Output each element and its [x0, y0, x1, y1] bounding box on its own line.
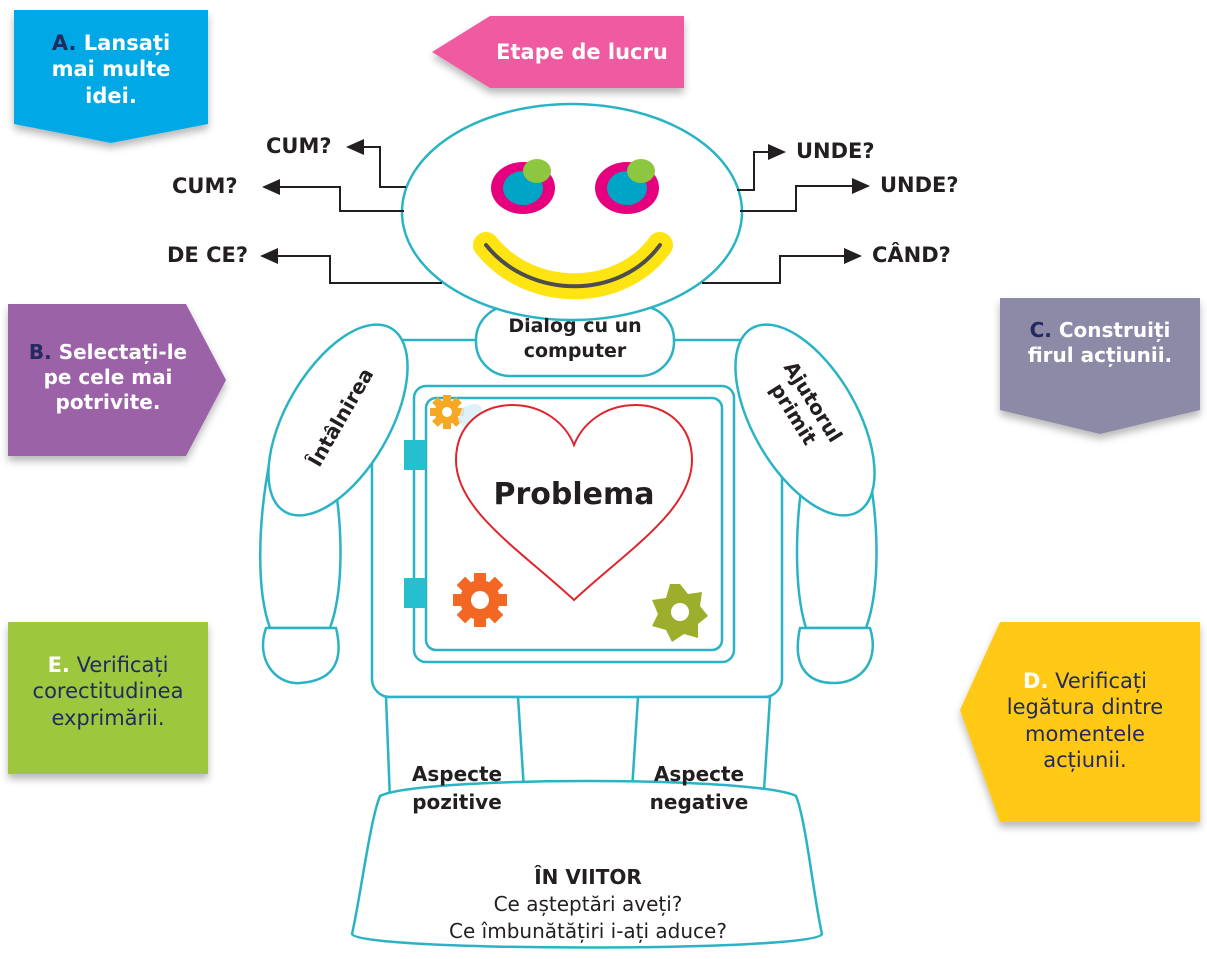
header-tag — [432, 16, 684, 88]
neck-label: Dialog cu un computer — [476, 314, 674, 363]
screen-hinge-top — [404, 440, 426, 470]
problem-label: Problema — [493, 477, 655, 512]
step-d-text-1: Verificați — [1055, 669, 1147, 693]
arrow-cand — [702, 248, 862, 284]
step-a-text-1: Lansați — [83, 31, 171, 55]
gear-small-icon — [430, 395, 464, 429]
step-b-label: B. Selectați-le pe cele mai potrivite. — [8, 340, 208, 415]
left-hand — [261, 626, 340, 685]
question-cand: CÂND? — [872, 243, 951, 267]
step-e-tag — [8, 622, 208, 774]
gear-orange-icon — [453, 573, 507, 627]
step-e-label: E. Verificați corectitudinea exprimării. — [8, 652, 208, 731]
arrow-cum-2 — [262, 179, 404, 212]
step-d-text-4: acțiunii. — [1043, 747, 1127, 772]
step-d-text-2: legătura dintre — [1006, 695, 1164, 720]
heart-icon — [454, 403, 694, 602]
step-b-tag — [8, 304, 226, 456]
step-a-tag — [14, 10, 208, 143]
neck-line-2: computer — [523, 339, 627, 362]
arrow-unde-2 — [740, 178, 870, 212]
question-de-ce: DE CE? — [167, 243, 249, 267]
step-e-letter: E. — [47, 653, 70, 677]
right-leg-label: Aspecte negative — [634, 760, 764, 816]
question-unde-1: UNDE? — [796, 139, 875, 163]
step-c-letter: C. — [1029, 318, 1052, 342]
step-e-text-1: Verificați — [76, 653, 169, 677]
step-b-text-3: potrivite. — [55, 390, 161, 414]
step-d-tag — [960, 622, 1200, 822]
question-cum-2: CUM? — [172, 174, 238, 198]
arrow-de-ce — [260, 248, 442, 284]
question-unde-2: UNDE? — [880, 173, 959, 197]
left-leg-line-1: Aspecte — [411, 762, 503, 786]
right-upper-arm — [734, 323, 876, 517]
step-c-tag — [1000, 298, 1200, 434]
step-d-label: D. Verificați legătura dintre momentele … — [975, 668, 1195, 773]
left-leg-label: Aspecte pozitive — [392, 760, 522, 816]
right-hand — [796, 626, 875, 685]
screen-hinge-bottom — [404, 578, 426, 608]
step-a-text-3: idei. — [85, 83, 137, 108]
feet-title: ÎN VIITOR — [534, 865, 642, 889]
step-c-text-2: firul acțiunii. — [1027, 343, 1173, 367]
step-b-letter: B. — [28, 340, 52, 364]
step-d-text-3: momentele — [1025, 721, 1145, 746]
arrow-unde-1 — [737, 144, 786, 191]
step-c-label: C. Construiți firul acțiunii. — [1000, 318, 1200, 368]
step-e-text-3: exprimării. — [51, 705, 165, 730]
feet-line-2: Ce îmbunătățiri i-ați aduce? — [449, 919, 727, 943]
left-upper-arm — [267, 323, 409, 517]
feet-label: ÎN VIITOR Ce așteptări aveți? Ce îmbunăt… — [398, 864, 778, 945]
right-leg-line-2: negative — [649, 790, 749, 814]
step-e-text-2: corectitudinea — [32, 679, 184, 704]
arrow-cum-1 — [346, 139, 406, 188]
step-c-text-1: Construiți — [1058, 318, 1171, 342]
step-b-text-1: Selectați-le — [58, 340, 188, 364]
header-label: Etape de lucru — [496, 40, 668, 64]
robot-feet — [350, 779, 824, 949]
step-a-letter: A. — [51, 31, 77, 55]
step-d-letter: D. — [1023, 669, 1049, 693]
step-b-text-2: pe cele mai — [43, 365, 173, 389]
step-a-text-2: mai multe — [51, 57, 171, 82]
question-cum-1: CUM? — [266, 134, 332, 158]
gear-green-icon — [652, 584, 708, 642]
step-a-label: A. Lansați mai multe idei. — [14, 30, 208, 109]
left-leg-line-2: pozitive — [412, 790, 502, 814]
feet-line-1: Ce așteptări aveți? — [493, 892, 683, 916]
neck-line-1: Dialog cu un — [508, 315, 642, 337]
right-leg-line-1: Aspecte — [653, 762, 745, 786]
